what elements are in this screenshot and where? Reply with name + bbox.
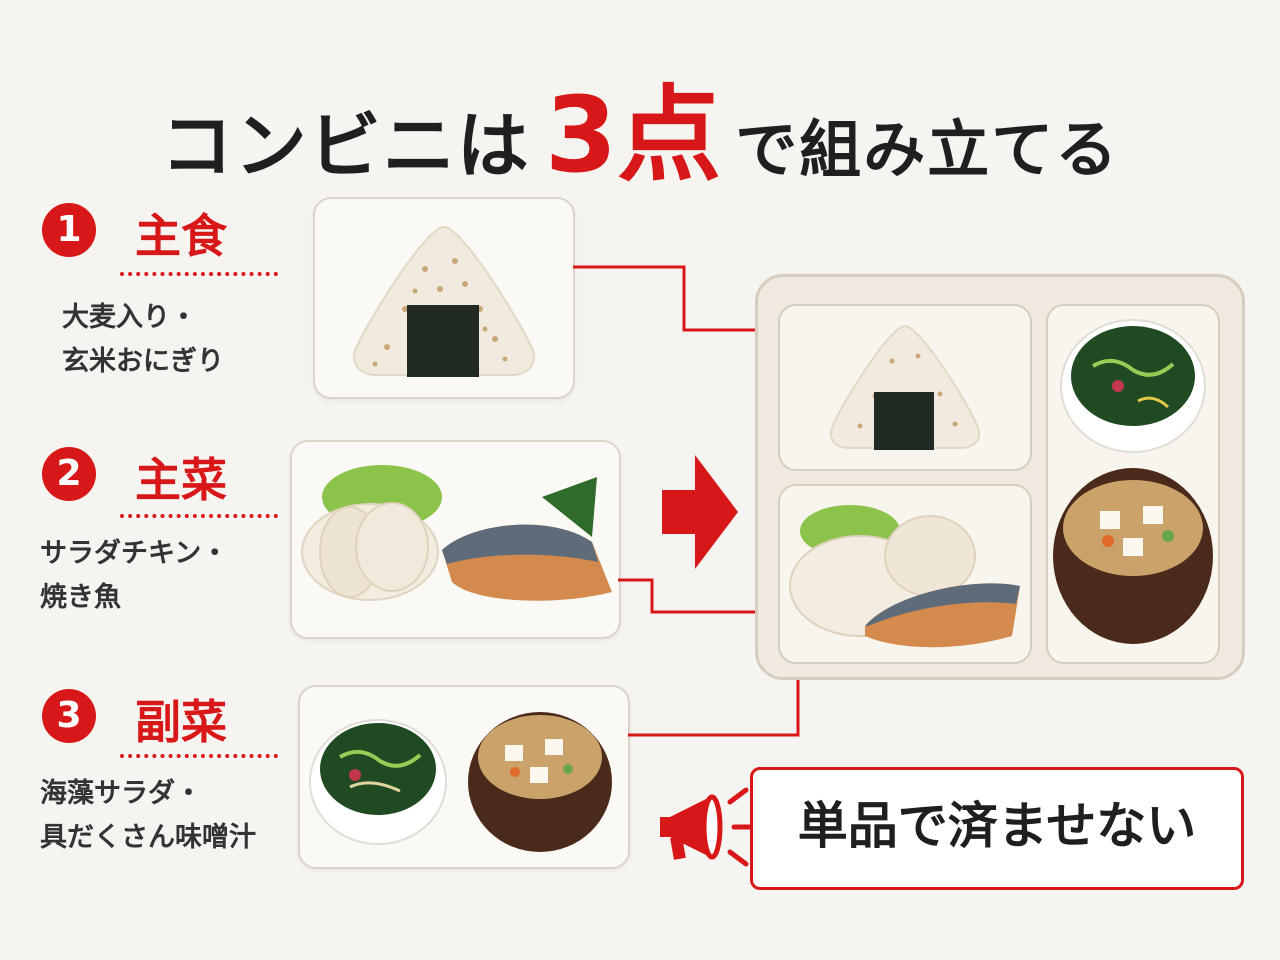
big-right-arrow-icon xyxy=(662,455,738,569)
number-badge-1: 1 xyxy=(42,203,96,257)
onigiri-icon xyxy=(353,225,535,377)
side-dish-card xyxy=(298,685,630,869)
arrow-main-to-tray xyxy=(618,578,774,614)
category-label-3: 副菜 xyxy=(135,695,227,749)
category-desc-3: 海藻サラダ・ 具だくさん味噌汁 xyxy=(40,772,256,860)
tray-compartment-main xyxy=(778,484,1032,664)
desc-line: 具だくさん味噌汁 xyxy=(40,822,256,853)
number-badge-2: 2 xyxy=(42,447,96,501)
onigiri-icon xyxy=(830,324,980,450)
number-badge-3: 3 xyxy=(42,689,96,743)
chicken-fish-icon xyxy=(789,505,1020,648)
salad-misosoup-icon xyxy=(309,712,612,852)
desc-line: 大麦入り・ xyxy=(62,302,197,333)
callout-box: 単品で済ませない xyxy=(750,767,1244,890)
arrow-side-to-tray xyxy=(628,672,800,737)
callout-text: 単品で済ませない xyxy=(797,797,1197,855)
category-label-2: 主菜 xyxy=(135,453,227,507)
tray-compartment-staple xyxy=(778,304,1032,471)
tray-compartment-side xyxy=(1046,304,1220,664)
dotted-underline-2 xyxy=(120,514,278,518)
title-part1: コンビニは xyxy=(160,104,531,188)
connector-arrows xyxy=(573,265,800,737)
chicken-fish-icon xyxy=(301,465,612,601)
dotted-underline-3 xyxy=(120,754,278,758)
megaphone-icon xyxy=(660,787,757,867)
arrow-staple-to-tray xyxy=(573,265,796,332)
category-desc-1: 大麦入り・ 玄米おにぎり xyxy=(62,296,224,384)
desc-line: 海藻サラダ・ xyxy=(40,778,202,809)
title-highlight: 3点 xyxy=(544,74,722,196)
salad-misosoup-icon xyxy=(1053,319,1213,644)
desc-line: 玄米おにぎり xyxy=(62,346,224,377)
category-label-1: 主食 xyxy=(135,209,227,263)
dotted-underline-1 xyxy=(120,272,278,276)
title-part2: で組み立てる xyxy=(735,113,1120,186)
category-desc-2: サラダチキン・ 焼き魚 xyxy=(40,532,228,620)
desc-line: サラダチキン・ xyxy=(40,538,229,569)
main-dish-card xyxy=(290,440,621,639)
desc-line: 焼き魚 xyxy=(40,582,121,613)
onigiri-card xyxy=(313,197,575,399)
